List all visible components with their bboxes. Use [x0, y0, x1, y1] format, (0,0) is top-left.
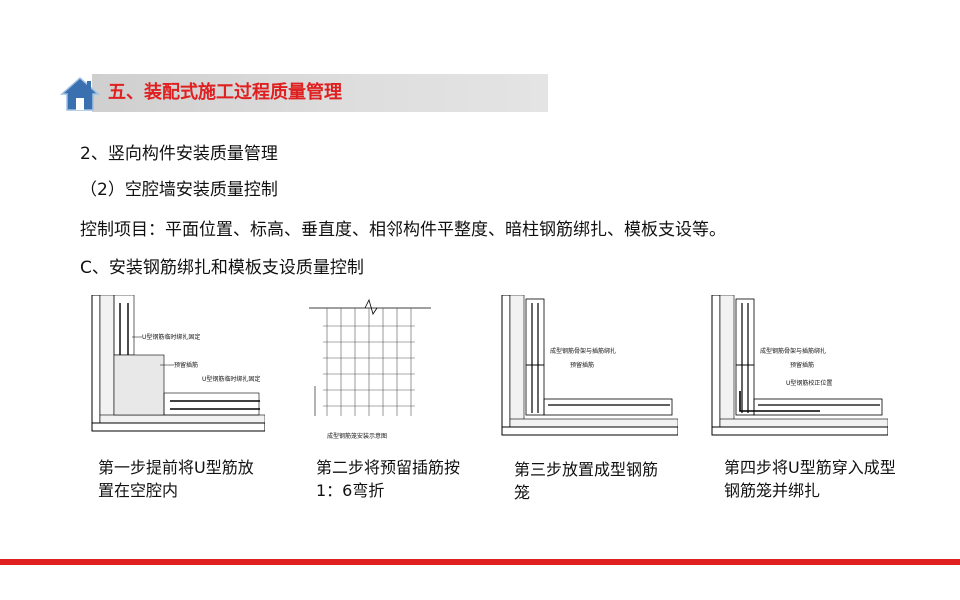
diagram-3-label-1: 成型钢筋骨架与插筋绑扎: [550, 347, 616, 355]
diagram-2-label-1: 成型钢筋笼安装示意图: [327, 432, 387, 440]
body-line-3: 控制项目：平面位置、标高、垂直度、相邻构件平整度、暗柱钢筋绑扎、模板支设等。: [80, 220, 726, 240]
diagram-1-label-3: U型钢筋临时绑扎固定: [202, 375, 260, 383]
diagram-3-label-2: 预留插筋: [570, 361, 594, 369]
body-line-2: （2）空腔墙安装质量控制: [80, 180, 278, 200]
body-line-1: 2、竖向构件安装质量管理: [80, 144, 278, 164]
diagram-step-4: 成型钢筋骨架与插筋绑扎 预留插筋 U型钢筋校正位置: [711, 295, 888, 436]
caption-step-2: 第二步将预留插筋按1：6弯折: [316, 458, 461, 500]
diagram-4-label-1: 成型钢筋骨架与插筋绑扎: [760, 347, 826, 355]
caption-step-4: 第四步将U型筋穿入成型钢筋笼并绑扎: [724, 458, 896, 500]
section-title: 五、装配式施工过程质量管理: [108, 82, 342, 103]
home-icon: [60, 76, 100, 111]
body-line-4: C、安装钢筋绑扎和模板支设质量控制: [80, 258, 364, 278]
bottom-accent-line: [0, 559, 960, 565]
diagram-step-3: 成型钢筋骨架与插筋绑扎 预留插筋: [501, 295, 678, 436]
caption-step-3: 第三步放置成型钢筋笼: [514, 460, 659, 502]
diagram-step-1: U型钢筋临时绑扎固定 预留插筋 U型钢筋临时绑扎固定: [91, 295, 265, 432]
caption-step-1: 第一步提前将U型筋放置在空腔内: [98, 458, 254, 500]
diagram-1-label-2: 预留插筋: [174, 361, 198, 369]
diagram-4-label-3: U型钢筋校正位置: [786, 379, 832, 387]
diagram-4-label-2: 预留插筋: [790, 361, 814, 369]
diagram-1-label-1: U型钢筋临时绑扎固定: [142, 333, 200, 341]
diagram-step-2: 成型钢筋笼安装示意图: [309, 298, 431, 440]
section-header-bar: [92, 74, 548, 112]
